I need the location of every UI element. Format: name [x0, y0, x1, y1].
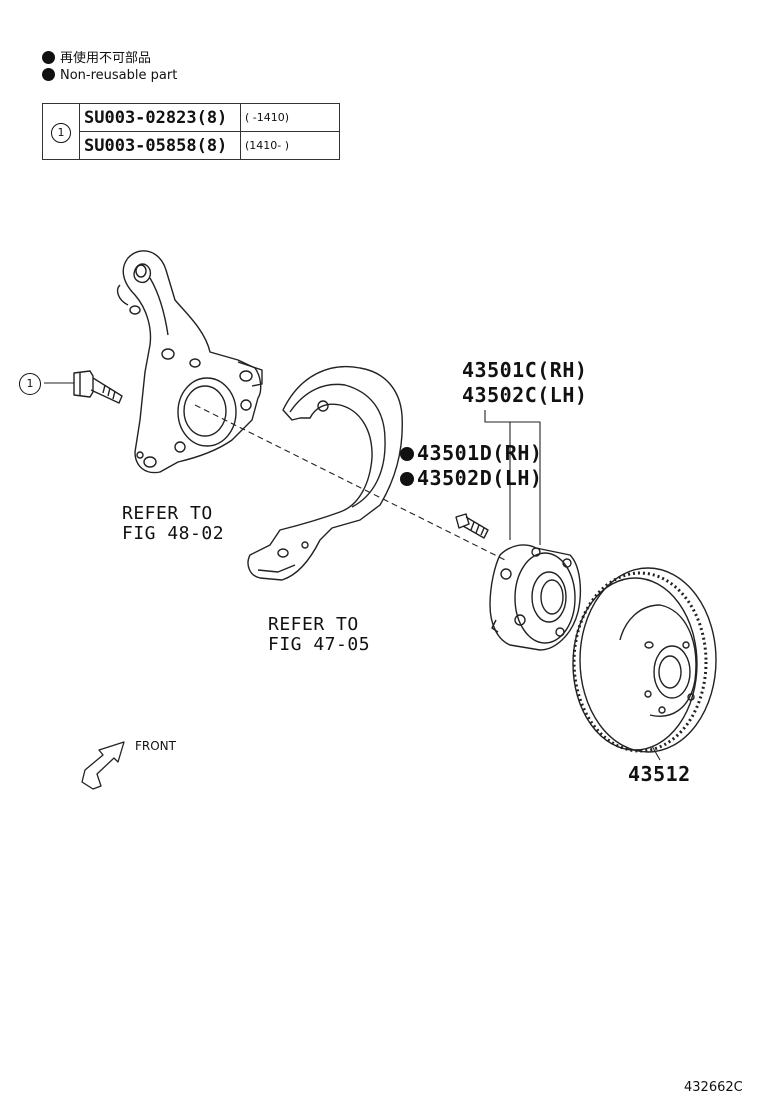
filled-bullet-icon: [400, 447, 414, 461]
brake-disc-icon[interactable]: [572, 567, 717, 753]
knuckle-refer-label: REFER TO: [122, 503, 213, 524]
part-label-43501d[interactable]: 43501D(RH): [400, 441, 542, 465]
front-label: FRONT: [135, 739, 176, 753]
front-arrow-icon: [81, 741, 125, 790]
part-number-cell[interactable]: SU003-05858(8): [79, 131, 241, 160]
date-range-cell: (1410- ): [240, 131, 340, 160]
dust-shield-icon[interactable]: [247, 365, 403, 581]
knuckle-fig-label[interactable]: FIG 48-02: [122, 523, 225, 544]
table-row: SU003-05858(8) (1410- ): [43, 131, 340, 160]
hub-bolt-icon[interactable]: [455, 513, 489, 539]
legend-jp-text: 再使用不可部品: [60, 51, 152, 66]
part-number-text: 43502D(LH): [417, 466, 543, 490]
legend-non-reusable-jp: 再使用不可部品: [42, 47, 151, 66]
hub-bearing-assembly-icon[interactable]: [489, 544, 582, 651]
circled-number-icon: 1: [19, 373, 41, 395]
diagram-id: 432662C: [684, 1080, 743, 1095]
date-range-cell: ( -1410): [240, 103, 340, 132]
circled-number-icon: 1: [51, 122, 71, 143]
shield-fig-label[interactable]: FIG 47-05: [268, 634, 371, 655]
part-label-43502c[interactable]: 43502C(LH): [462, 383, 588, 407]
legend-en-text: Non-reusable part: [60, 68, 178, 83]
bolt-reference-table: 1 SU003-02823(8) ( -1410) SU003-05858(8)…: [42, 103, 340, 160]
table-key-cell: 1: [42, 103, 80, 160]
disc-leader-line: [651, 745, 661, 761]
bolt-callout: 1: [19, 372, 41, 395]
part-label-43501c[interactable]: 43501C(RH): [462, 358, 588, 382]
knuckle-bolt-icon[interactable]: [73, 370, 123, 404]
shield-refer-label: REFER TO: [268, 614, 359, 635]
steering-knuckle-icon[interactable]: [116, 250, 263, 474]
axis-centerline: [194, 404, 506, 561]
filled-bullet-icon: [42, 51, 55, 64]
hub-bracket-leader: [484, 410, 541, 545]
filled-bullet-icon: [42, 68, 55, 81]
legend-non-reusable-en: Non-reusable part: [42, 68, 177, 83]
part-label-43512[interactable]: 43512: [628, 762, 691, 786]
filled-bullet-icon: [400, 472, 414, 486]
part-label-43502d[interactable]: 43502D(LH): [400, 466, 542, 490]
part-number-text: 43501D(RH): [417, 441, 543, 465]
